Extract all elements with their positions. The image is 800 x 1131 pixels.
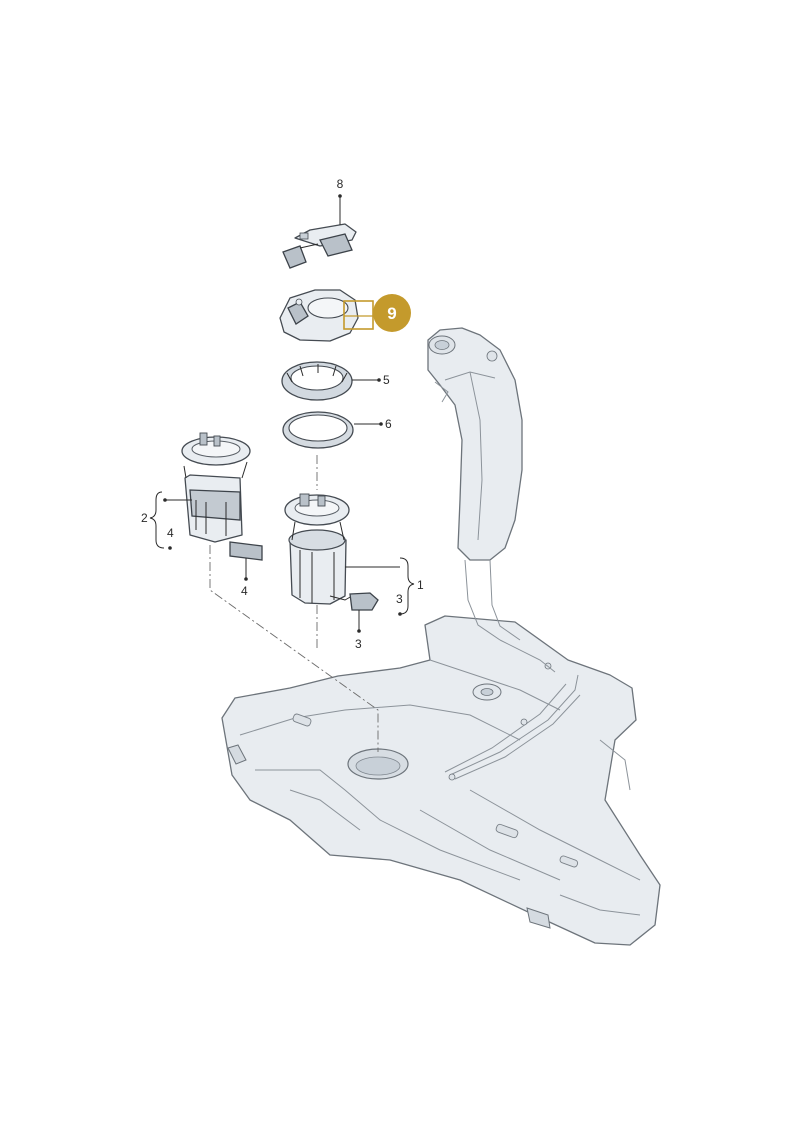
highlight-box — [343, 300, 374, 330]
part-6-seal[interactable] — [282, 411, 354, 449]
leader-lines — [149, 194, 415, 752]
callout-1: 1 — [417, 578, 424, 592]
callout-8: 8 — [337, 177, 344, 191]
part-9-flange-cover[interactable] — [279, 289, 359, 342]
callout-2: 2 — [141, 511, 148, 525]
part-2-fuel-pump-module[interactable] — [181, 432, 263, 561]
callout-4: 4 — [241, 584, 248, 598]
highlight-marker-icon — [373, 294, 411, 332]
filler-neck[interactable] — [427, 327, 556, 673]
callout-4-bracket: 4 — [167, 526, 174, 540]
callout-5: 5 — [383, 373, 390, 387]
part-8-wiring-harness[interactable] — [282, 223, 357, 269]
part-5-locking-ring[interactable] — [281, 361, 353, 401]
callout-3: 3 — [355, 637, 362, 651]
callout-3-bracket: 3 — [396, 592, 403, 606]
callout-9-label: 9 — [387, 304, 396, 323]
part-1-fuel-pump-module[interactable] — [284, 493, 379, 611]
highlight-marker-9[interactable]: 9 — [343, 294, 411, 332]
fuel-tank[interactable] — [221, 615, 661, 946]
callout-6: 6 — [385, 417, 392, 431]
